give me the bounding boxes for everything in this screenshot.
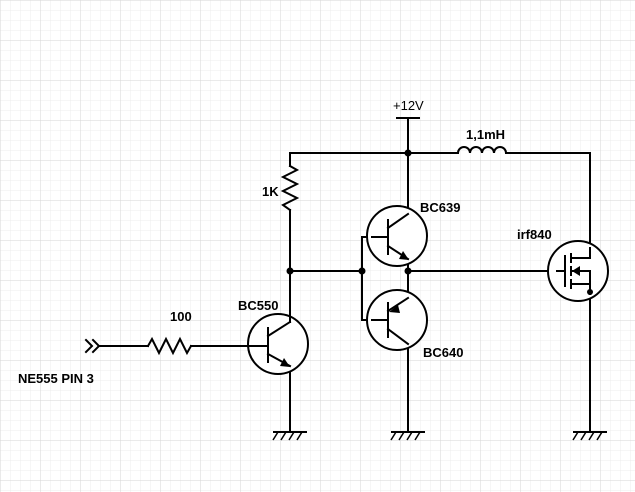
inductor-coil-icon (456, 146, 508, 155)
resistor-100-icon (146, 336, 193, 356)
bc639-label: BC639 (420, 200, 460, 215)
irf840-label: irf840 (517, 227, 552, 242)
junction-dots (286, 149, 412, 275)
n-channel-mosfet-irf840-icon (547, 240, 609, 302)
ground-symbol-icon (572, 431, 607, 441)
input-arrow-icon (84, 338, 101, 354)
pnp-transistor-bc640-icon (366, 289, 428, 351)
inductor-label: 1,1mH (466, 127, 505, 142)
npn-transistor-bc550-icon (247, 313, 309, 375)
bc640-label: BC640 (423, 345, 463, 360)
resistor-100-label: 100 (170, 309, 192, 324)
resistor-1k-icon (280, 164, 300, 212)
ground-symbol-icon (272, 431, 307, 441)
npn-transistor-bc639-icon (366, 205, 428, 267)
resistor-1k-label: 1K (262, 184, 279, 199)
bc550-label: BC550 (238, 298, 278, 313)
input-label: NE555 PIN 3 (18, 371, 94, 386)
ground-symbol-icon (390, 431, 425, 441)
wires (99, 117, 591, 433)
supply-label: +12V (393, 98, 424, 113)
